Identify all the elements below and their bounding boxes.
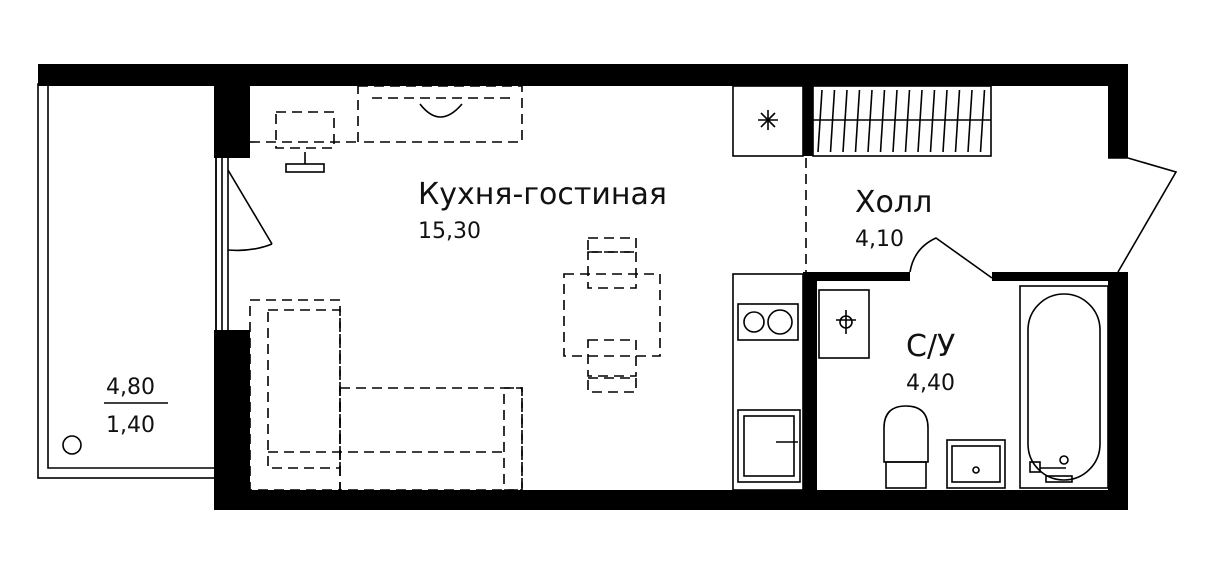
chair-top [587, 251, 637, 289]
wall-left-upper [214, 86, 250, 158]
kitchen-counter [732, 273, 804, 491]
sink-bowl [743, 415, 795, 477]
wall-bath-left [803, 272, 817, 490]
bathroom-door [909, 237, 993, 279]
chair-bottom [587, 339, 637, 377]
labels: Кухня-гостиная 15,30 Холл 4,10 С/У 4,40 … [106, 177, 955, 438]
room-name-hall: Холл [855, 185, 932, 220]
wall-hall-stub [803, 86, 813, 156]
wall-right-upper [1108, 86, 1128, 158]
wardrobe-hanger [879, 89, 886, 153]
burner-icon [743, 311, 765, 333]
entrance-door [1108, 157, 1178, 273]
sofa-back [249, 299, 341, 491]
wardrobe-hanger [967, 89, 973, 153]
tv-icon [419, 103, 463, 118]
bath-faucet-icon [1029, 455, 1073, 483]
stove [737, 303, 799, 341]
vent-shaft [732, 85, 804, 157]
walls [38, 64, 1128, 510]
wall-top [38, 64, 1128, 86]
bathroom-fixtures [818, 285, 1109, 489]
washbasin-bowl [951, 445, 1001, 483]
wardrobe-hanger [979, 89, 986, 153]
kitchen-unit [732, 273, 804, 491]
tv-stand [357, 85, 523, 143]
wardrobe-hanger [867, 89, 873, 153]
washing-machine [818, 289, 870, 359]
washing-machine-icon [836, 310, 856, 334]
wall-bottom [214, 490, 1128, 510]
toilet-tank [885, 461, 927, 489]
room-area-hall: 4,10 [855, 227, 904, 252]
wardrobe-hanger [917, 89, 923, 153]
room-name-bathroom: С/У [906, 329, 955, 364]
wardrobe [732, 85, 992, 157]
wardrobe-hanger [942, 89, 948, 153]
wall-left-lower [214, 330, 250, 490]
washbasin [946, 439, 1006, 489]
room-area-kitchen-living: 15,30 [418, 219, 481, 244]
bathtub [1019, 285, 1109, 489]
wardrobe-hangers [817, 89, 986, 153]
desk-chair [285, 163, 325, 173]
wardrobe-hanger [929, 89, 936, 153]
bed [339, 387, 523, 491]
wardrobe-hanger [854, 89, 861, 153]
room-name-kitchen-living: Кухня-гостиная [418, 177, 667, 212]
balcony-area-top: 4,80 [106, 375, 155, 400]
wardrobe-hanger [954, 89, 961, 153]
dining-table [563, 273, 661, 357]
wardrobe-hanger [842, 89, 848, 153]
furniture [249, 85, 661, 491]
toilet [883, 405, 929, 463]
wardrobe-hanger [817, 89, 823, 153]
wardrobe-hanger [904, 89, 911, 153]
sofa-seat [267, 309, 341, 469]
balcony-drain-icon [62, 435, 82, 455]
wardrobe-box [812, 85, 992, 157]
room-area-bathroom: 4,40 [906, 371, 955, 396]
washbasin-drain-icon [972, 466, 980, 474]
sink [737, 409, 801, 483]
chair-bottom-back [587, 377, 637, 393]
bathtub-inner [1027, 293, 1101, 481]
vent-icon [758, 110, 778, 130]
bed-end [503, 387, 523, 491]
wall-bath-top-b [992, 272, 1108, 281]
chair-top-back [587, 237, 637, 253]
balcony-rail [47, 84, 216, 469]
window [215, 158, 273, 330]
balcony-area-bottom: 1,40 [106, 413, 155, 438]
wardrobe-hanger [829, 89, 836, 153]
wall-bath-top-a [803, 272, 910, 281]
desk [275, 111, 335, 149]
wardrobe-hanger [892, 89, 898, 153]
burner-icon [767, 309, 793, 335]
wall-right-lower [1108, 272, 1128, 490]
